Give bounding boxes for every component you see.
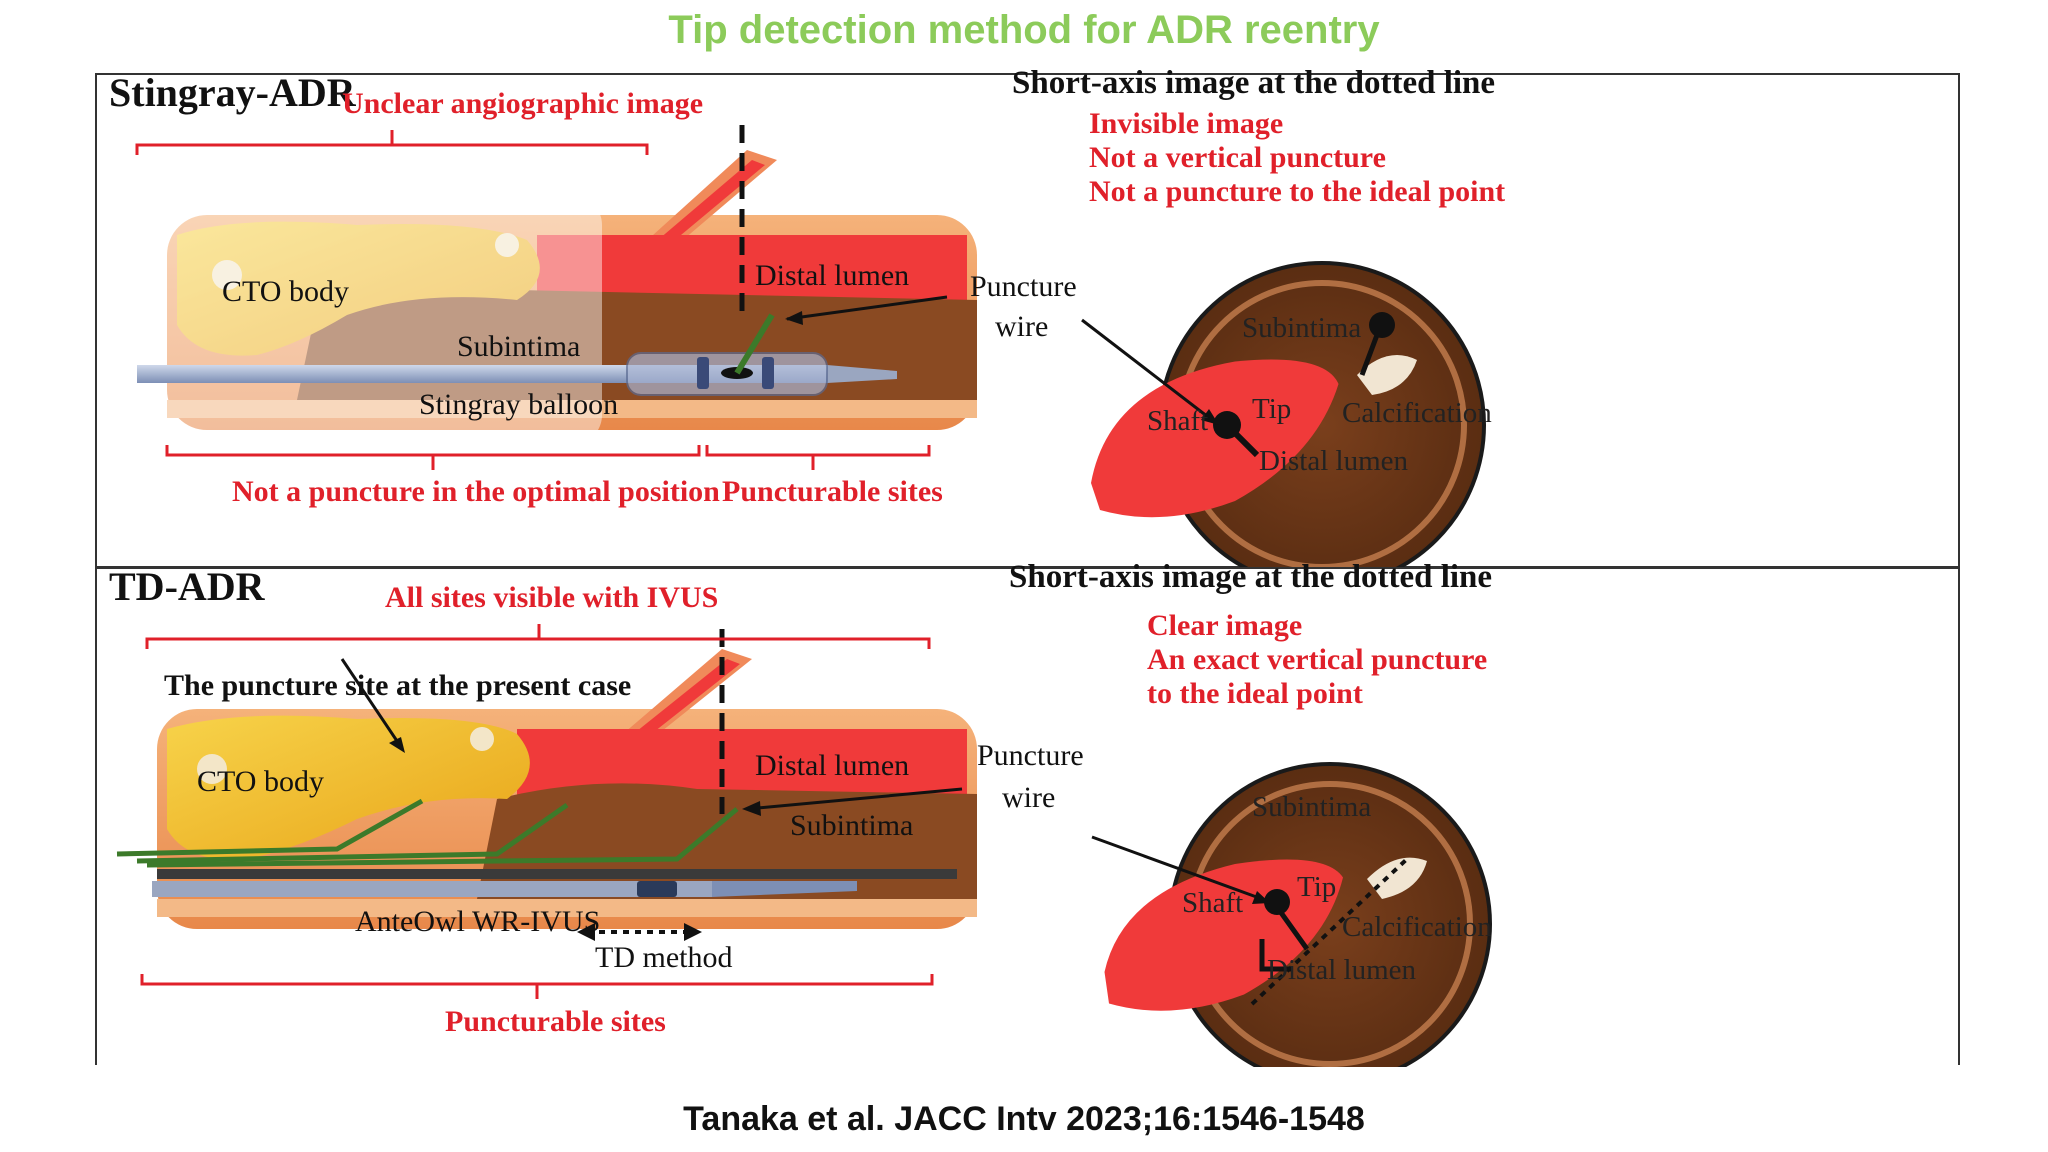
short-axis-calcification-label: Calcification xyxy=(1342,911,1492,943)
puncture-wire-1 xyxy=(116,798,424,857)
all-sites-visible-label: All sites visible with IVUS xyxy=(385,581,719,614)
short-axis-shaft-label: Shaft xyxy=(1147,405,1209,437)
short-axis-heading: Short-axis image at the dotted line xyxy=(1012,65,1496,101)
distal-lumen-label: Distal lumen xyxy=(755,749,910,782)
short-axis-note-1: Invisible image xyxy=(1089,107,1284,140)
anteowl-label: AnteOwl WR-IVUS xyxy=(355,905,601,938)
short-axis-calcification xyxy=(1357,355,1417,395)
panel-heading-stingray: Stingray-ADR xyxy=(109,70,356,115)
cto-body xyxy=(167,715,530,860)
subintima-label: Subintima xyxy=(457,330,581,363)
td-adr-panel: TD-ADR All sites visible with IVUS The p… xyxy=(95,559,1960,1067)
cto-body-label: CTO body xyxy=(197,765,324,798)
panel-heading-td: TD-ADR xyxy=(109,564,265,609)
short-axis-distal-lumen xyxy=(1091,359,1339,518)
short-axis-note-3: to the ideal point xyxy=(1147,677,1363,710)
puncture-wire xyxy=(734,313,775,375)
short-axis-subintima-label: Subintima xyxy=(1252,791,1372,823)
short-axis-distal-lumen-label: Distal lumen xyxy=(1259,445,1409,477)
cto-body-label: CTO body xyxy=(222,275,349,308)
short-axis-note-3: Not a puncture to the ideal point xyxy=(1089,175,1506,208)
puncture-wire-label-1: Puncture xyxy=(970,270,1077,303)
bottom-bracket xyxy=(140,974,934,999)
puncture-site-note: The puncture site at the present case xyxy=(164,669,632,702)
top-bracket xyxy=(145,624,931,649)
top-bracket xyxy=(135,130,649,155)
short-axis-distal-lumen-label: Distal lumen xyxy=(1267,954,1417,986)
puncture-wire-label-2: wire xyxy=(1002,781,1056,814)
short-axis-note-2: Not a vertical puncture xyxy=(1089,141,1386,174)
puncture-wire-3 xyxy=(146,807,739,868)
cto-body xyxy=(177,221,540,356)
not-optimal-position-label: Not a puncture in the optimal position xyxy=(232,475,720,508)
unclear-angiographic-label: Unclear angiographic image xyxy=(342,87,704,120)
short-axis-subintima-label: Subintima xyxy=(1242,312,1362,344)
td-adr-illustration xyxy=(116,624,1492,1067)
citation: Tanaka et al. JACC Intv 2023;16:1546-154… xyxy=(683,1100,1365,1138)
puncture-wire-label-2: wire xyxy=(995,310,1049,343)
short-axis-heading: Short-axis image at the dotted line xyxy=(1009,559,1493,595)
short-axis-tip-label: Tip xyxy=(1297,871,1337,903)
ivus-transducer xyxy=(637,881,677,897)
short-axis-arrow xyxy=(1081,318,1213,422)
puncturable-sites-label: Puncturable sites xyxy=(722,475,943,508)
figure-title: Tip detection method for ADR reentry xyxy=(668,8,1380,52)
short-axis-calcification xyxy=(1367,857,1427,899)
short-axis-tip-label: Tip xyxy=(1252,393,1292,425)
stingray-adr-panel: Stingray-ADR Unclear angiographic image … xyxy=(95,65,1960,570)
distal-lumen-label: Distal lumen xyxy=(755,259,910,292)
subintima-label: Subintima xyxy=(790,809,914,842)
stingray-adr-illustration xyxy=(135,125,1486,570)
short-axis-arrow xyxy=(1091,835,1263,901)
short-axis-shaft xyxy=(1259,939,1292,972)
bottom-right-bracket xyxy=(705,445,931,470)
puncture-wire-arrow xyxy=(786,295,948,321)
ivus-catheter xyxy=(157,869,957,879)
puncture-wire-label-1: Puncture xyxy=(977,739,1084,772)
short-axis-calcification-label: Calcification xyxy=(1342,397,1492,429)
short-axis-shaft-label: Shaft xyxy=(1182,887,1244,919)
stingray-balloon-label: Stingray balloon xyxy=(419,388,619,421)
puncture-wire-2 xyxy=(136,802,569,864)
bottom-left-bracket xyxy=(165,445,701,470)
short-axis-note-1: Clear image xyxy=(1147,609,1303,642)
short-axis-note-2: An exact vertical puncture xyxy=(1147,643,1488,676)
puncture-wire-arrow xyxy=(746,787,963,811)
td-method-label: TD method xyxy=(595,941,733,974)
puncturable-sites-label: Puncturable sites xyxy=(445,1005,666,1038)
short-axis-puncture-wire xyxy=(1359,334,1380,376)
puncture-site-arrow xyxy=(340,658,401,745)
